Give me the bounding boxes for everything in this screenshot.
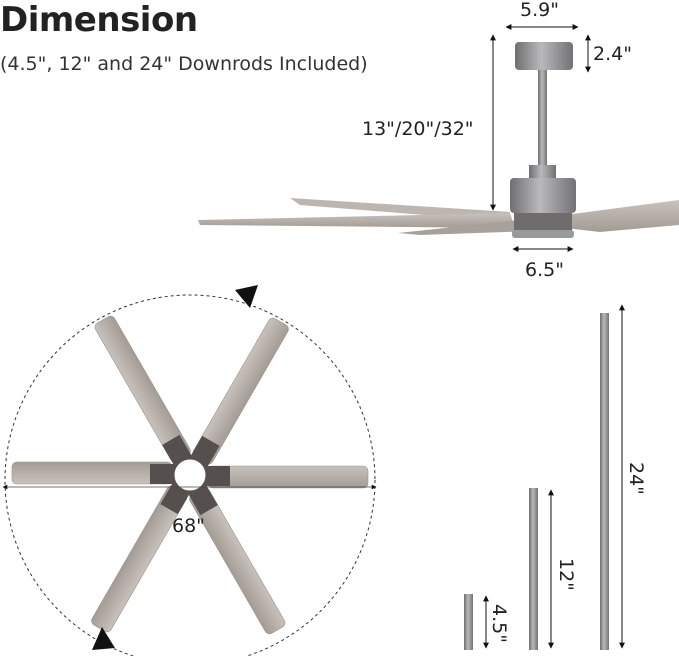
downrod-4-5-label: 4.5"	[488, 604, 510, 643]
downrod-12: 12"	[529, 488, 577, 650]
light-kit	[512, 230, 574, 238]
blade-span-circle	[4, 294, 376, 656]
motor-width-label: 6.5"	[525, 259, 564, 281]
side-blade-left	[198, 213, 515, 228]
blade-brackets	[514, 213, 572, 235]
page-title: Dimension	[0, 0, 198, 40]
side-view-fan	[198, 42, 679, 238]
page-subtitle: (4.5", 12" and 24" Downrods Included)	[0, 53, 368, 75]
motor-housing	[510, 178, 576, 213]
rotation-arrow-bottom	[92, 627, 115, 650]
canopy-width-label: 5.9"	[520, 0, 559, 21]
blade-span-label: 68"	[172, 515, 205, 537]
downrod	[538, 70, 547, 165]
top-view-fan	[11, 313, 369, 637]
side-blade-right	[565, 200, 679, 232]
canopy	[515, 42, 573, 70]
motor-collar	[529, 165, 556, 180]
canopy-height-label: 2.4"	[593, 43, 632, 65]
overall-height-label: 13"/20"/32"	[362, 118, 474, 140]
downrod-24-label: 24"	[625, 462, 647, 495]
motor-hub	[171, 456, 209, 494]
rotation-arrow-top	[235, 285, 258, 308]
downrod-4-5: 4.5"	[464, 594, 510, 650]
downrod-12-label: 12"	[555, 558, 577, 591]
blade-bracket	[204, 466, 230, 486]
downrod-24: 24"	[600, 304, 647, 650]
blade	[207, 465, 369, 489]
